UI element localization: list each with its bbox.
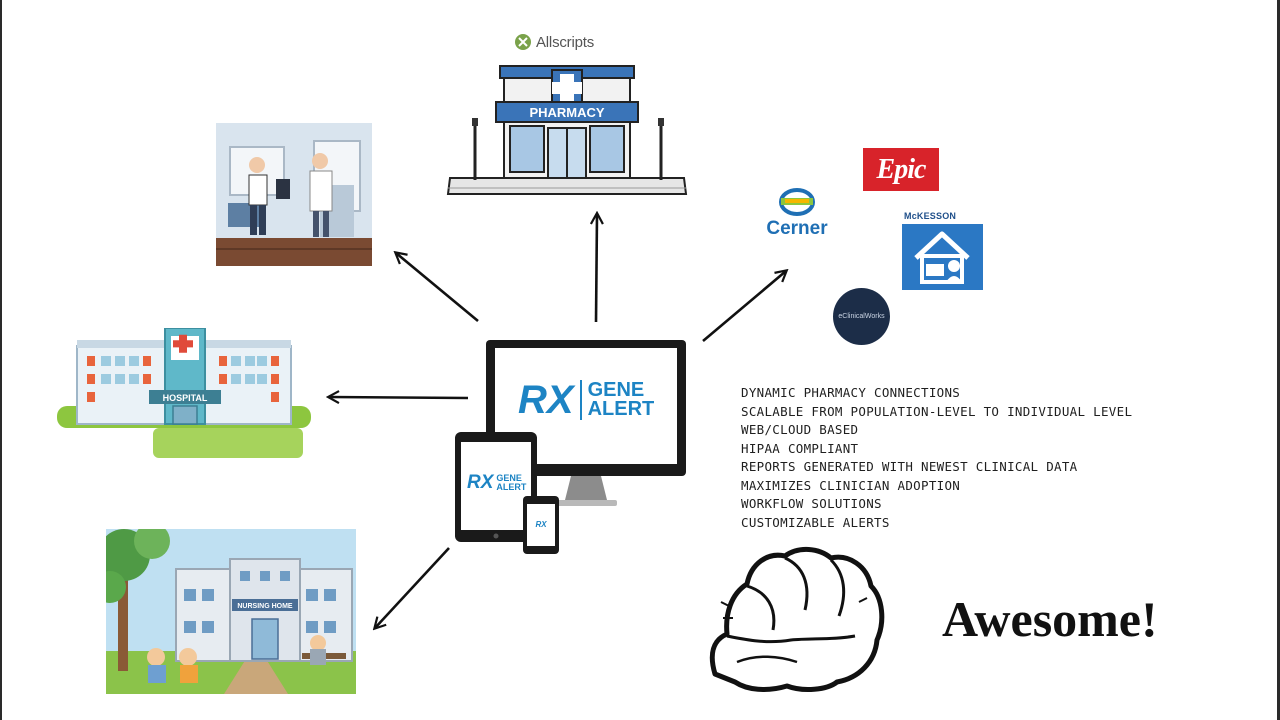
feature-item: Dynamic pharmacy connections — [741, 385, 961, 400]
tablet-gene-text: GENE — [496, 473, 522, 484]
monitor-gene-alert: GENE ALERT — [587, 379, 655, 420]
feature-item: Web/Cloud based — [741, 422, 859, 437]
tablet-gene-alert: GENE ALERT — [496, 474, 526, 491]
arrow-to-nursing-home — [375, 547, 450, 628]
hospital-illustration: HOSPITAL — [57, 328, 311, 458]
pharmacy-sign: PHARMACY — [529, 105, 604, 120]
awesome-tagline: Awesome! — [942, 591, 1158, 647]
pharmacy-illustration: PHARMACY — [446, 65, 688, 195]
mckesson-house-icon — [914, 231, 970, 284]
feature-item: Customizable alerts — [741, 514, 890, 530]
feature-item: Workflow solutions — [741, 496, 882, 511]
devices-illustration — [455, 340, 686, 554]
arrow-to-ehr-vendors — [702, 271, 786, 342]
phone-brand: RX — [530, 518, 552, 530]
tablet-brand: RX GENE ALERT — [467, 470, 529, 496]
arrow-to-pharmacy — [596, 214, 597, 323]
nursing-home-sign: NURSING HOME — [237, 603, 293, 610]
eclinicalworks-logo: eClinicalWorks — [833, 288, 890, 345]
feature-list: Dynamic pharmacy connections Scalable fr… — [741, 384, 1201, 532]
allscripts-logo: Allscripts — [514, 31, 624, 53]
allscripts-icon — [515, 34, 531, 50]
feature-item: HIPAA compliant — [741, 440, 859, 456]
phone-rx-mark: RX — [535, 519, 547, 529]
mckesson-label: McKESSON — [904, 211, 957, 221]
feature-item: Reports generated with newest clinical d… — [741, 459, 1078, 474]
arrow-to-hospital — [329, 397, 469, 398]
monitor-brand-divider — [579, 380, 582, 420]
fist-illustration — [709, 547, 885, 692]
epic-logo: Epic — [863, 148, 939, 191]
cerner-icon — [779, 188, 815, 216]
monitor-rx-mark: RX — [518, 377, 574, 422]
tablet-alert-text: ALERT — [496, 482, 527, 492]
mckesson-logo — [902, 224, 983, 290]
monitor-gene-text: GENE — [587, 379, 645, 401]
monitor-brand: RX GENE ALERT — [518, 374, 668, 426]
allscripts-label: Allscripts — [536, 33, 595, 51]
monitor-alert-text: ALERT — [587, 398, 655, 420]
tablet-rx-mark: RX — [467, 472, 494, 493]
nursing-home-illustration: NURSING HOME — [106, 529, 356, 694]
cerner-logo: Cerner — [760, 188, 834, 244]
feature-item: Scalable from population-level to indivi… — [741, 403, 1133, 419]
cerner-label: Cerner — [766, 218, 828, 239]
clinic-illustration — [216, 123, 372, 266]
frame-edge-left — [0, 0, 2, 720]
feature-item: Maximizes clinician adoption — [741, 477, 961, 493]
hospital-sign: HOSPITAL — [163, 393, 208, 403]
arrow-to-clinic — [396, 253, 479, 323]
frame-edge-right — [1277, 0, 1280, 720]
